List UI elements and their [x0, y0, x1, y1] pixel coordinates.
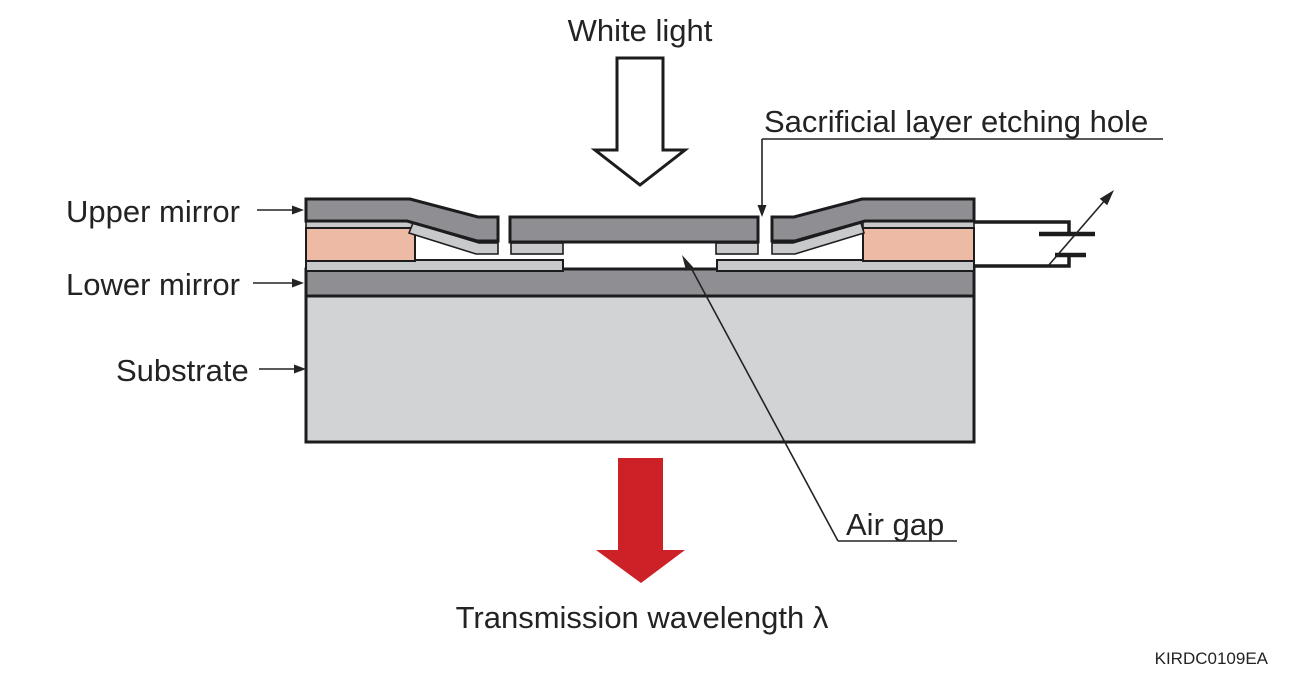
figure-code-label: KIRDC0109EA	[1155, 649, 1269, 668]
white-light-arrow-icon	[590, 56, 690, 187]
bottom-electrode-wire	[974, 256, 1071, 268]
sacrificial-pointer-arrowhead	[757, 205, 767, 217]
variable-voltage-source	[974, 190, 1114, 268]
right-sacrificial-block	[862, 227, 975, 262]
transmission-arrow-icon	[596, 458, 685, 583]
lower-mirror-label: Lower mirror	[66, 267, 240, 302]
device-cross-section	[304, 197, 976, 444]
top-electrode-wire	[974, 220, 1071, 232]
upper-mirror-membrane	[508, 215, 760, 244]
lower-mirror-layer	[304, 267, 976, 298]
upper-mirror-right-wing	[770, 197, 976, 243]
right-wing-underside-layer	[771, 222, 865, 255]
substrate-pointer-arrowhead	[294, 364, 306, 374]
membrane-underside-right	[715, 242, 759, 255]
upper-mirror-label: Upper mirror	[66, 194, 240, 229]
sacrificial-hole-label: Sacrificial layer etching hole	[764, 104, 1148, 139]
variable-arrow-line	[1047, 198, 1107, 267]
base-thin-layer-left	[305, 259, 564, 272]
white-light-label: White light	[568, 13, 713, 48]
substrate-label: Substrate	[116, 353, 249, 388]
variable-arrowhead-icon	[1099, 190, 1114, 206]
transmission-wavelength-label: Transmission wavelength λ	[456, 600, 829, 635]
left-sacrificial-block	[305, 227, 416, 262]
air-gap-region	[564, 245, 716, 267]
left-wing-underside-layer	[407, 222, 499, 255]
air-gap-label: Air gap	[846, 507, 944, 542]
label-leaders	[253, 138, 1163, 542]
lower-mirror-pointer-arrowhead	[292, 278, 304, 288]
membrane-underside-left	[510, 242, 564, 255]
upper-mirror-left-wing	[304, 197, 500, 243]
air-gap-pointer-line	[688, 263, 839, 542]
upper-mirror-pointer-arrowhead	[292, 205, 304, 215]
substrate-layer	[304, 294, 976, 444]
air-gap-pointer-arrowhead	[682, 255, 694, 271]
